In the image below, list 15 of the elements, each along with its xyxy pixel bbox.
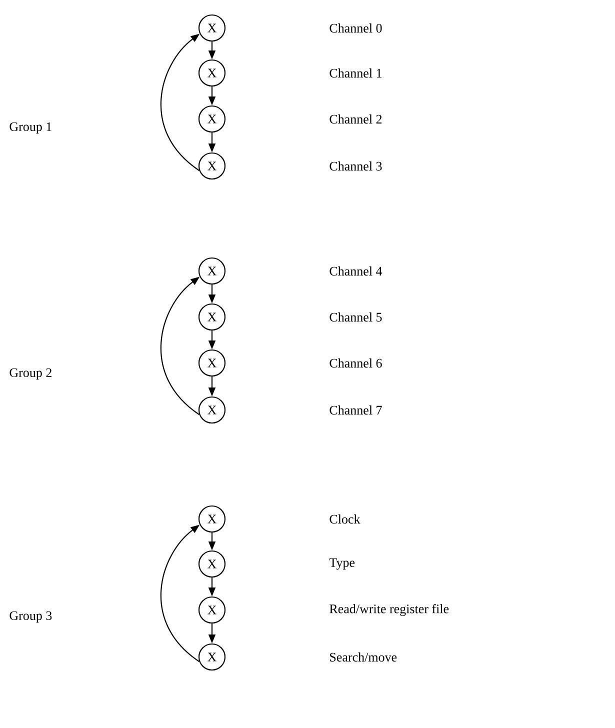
channel-label: Type bbox=[329, 558, 355, 570]
channel-label: Group 2 bbox=[10, 368, 52, 380]
channel-label: Channel 1 bbox=[330, 68, 382, 78]
channel-label: Clock bbox=[330, 514, 360, 524]
channel-label: Channel 3 bbox=[330, 161, 382, 171]
group-label: Channel 7 bbox=[330, 405, 382, 415]
group-label: Search/move bbox=[330, 652, 397, 662]
channel-label: Channel 2 bbox=[330, 114, 382, 124]
channel-label: Channel 6 bbox=[330, 358, 382, 368]
channel-label: Channel 4 bbox=[330, 266, 382, 276]
channel-label: Group 3 bbox=[10, 611, 52, 623]
channel-label: Channel 5 bbox=[330, 312, 382, 322]
group-label: Group 1 bbox=[10, 122, 52, 134]
channel-label: Read/write register file bbox=[330, 604, 449, 616]
channel-label: Channel 0 bbox=[330, 23, 382, 33]
